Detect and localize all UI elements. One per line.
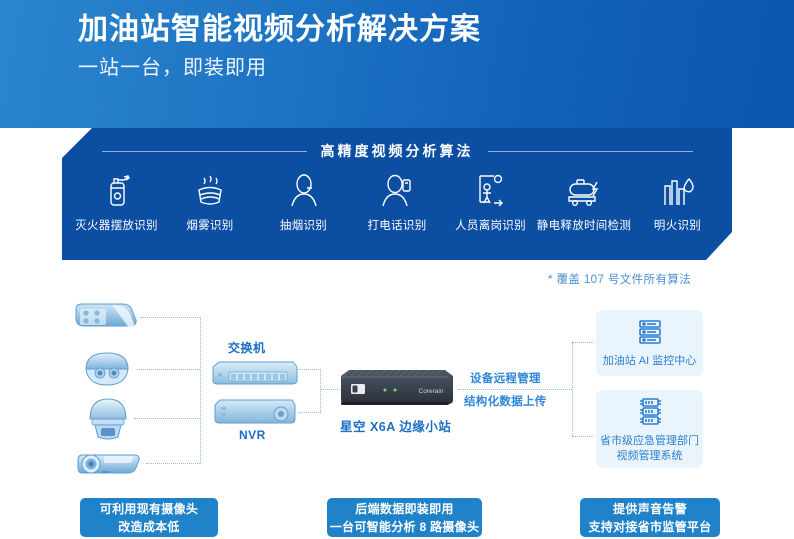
connector-camera-bus xyxy=(200,317,201,464)
connector-to-edge xyxy=(320,389,340,390)
algorithm-item-smoking[interactable]: 抽烟识别 xyxy=(257,172,350,233)
person-leaving-post-icon xyxy=(474,172,508,208)
open-flame-icon xyxy=(660,172,696,208)
algorithm-label: 烟雾识别 xyxy=(186,220,234,232)
server-stack-icon xyxy=(635,317,665,347)
card-provincial-video-system[interactable]: 省市级应急管理部门 视频管理系统 xyxy=(596,390,703,468)
bullet-camera-icon xyxy=(72,300,138,334)
smoke-icon xyxy=(193,172,227,208)
card-line: 视频管理系统 xyxy=(616,449,683,462)
architecture-diagram: 交换机 xyxy=(0,285,794,485)
dome-camera-icon xyxy=(80,349,135,389)
svg-text:Corerain: Corerain xyxy=(419,388,444,395)
benefit-line: 改造成本低 xyxy=(118,519,180,534)
page-header: 加油站智能视频分析解决方案 一站一台，即装即用 xyxy=(0,0,794,128)
connector-card-2 xyxy=(572,436,594,437)
rule-left xyxy=(101,150,307,152)
algorithm-list: 灭火器摆放识别 烟雾识别 xyxy=(70,172,724,233)
algorithm-item-open-flame[interactable]: 明火识别 xyxy=(631,172,724,233)
algorithm-label: 灭火器摆放识别 xyxy=(75,220,158,232)
rule-right xyxy=(487,150,693,152)
card-line: 加油站 AI 监控中心 xyxy=(602,355,697,368)
algorithm-band: 高精度视频分析算法 灭火器摆放识别 xyxy=(62,128,732,260)
connector-card-1 xyxy=(572,342,594,343)
edge-device-icon: Corerain xyxy=(333,368,457,410)
connector-edge-right xyxy=(458,389,572,390)
algorithm-label: 静电释放时间检测 xyxy=(536,220,632,232)
data-center-icon xyxy=(634,395,666,427)
algorithm-label: 人员离岗识别 xyxy=(455,220,526,232)
card-label: 省市级应急管理部门 视频管理系统 xyxy=(600,434,699,464)
algorithm-footnote: * 覆盖 107 号文件所有算法 xyxy=(548,274,692,286)
connector-switch-nvr-bus xyxy=(320,369,321,412)
benefit-pill-plug-and-play[interactable]: 后端数据即装即用 一台可智能分析 8 路摄像头 xyxy=(327,498,482,537)
switch-label: 交换机 xyxy=(228,341,266,355)
connector-camera-4 xyxy=(146,463,200,464)
algorithm-item-leaving-post[interactable]: 人员离岗识别 xyxy=(444,172,537,233)
benefit-line: 支持对接省市监管平台 xyxy=(588,519,712,534)
page-subtitle: 一站一台，即装即用 xyxy=(78,57,267,79)
page-title: 加油站智能视频分析解决方案 xyxy=(78,13,481,46)
connector-nvr-right xyxy=(299,412,321,413)
algorithm-item-smoke[interactable]: 烟雾识别 xyxy=(164,172,257,233)
algorithm-label: 打电话识别 xyxy=(367,220,427,232)
benefit-line: 提供声音告警 xyxy=(613,501,687,516)
connector-camera-1 xyxy=(140,317,200,318)
network-switch-icon xyxy=(207,359,299,389)
connector-camera-3 xyxy=(134,418,200,419)
nvr-icon xyxy=(211,397,299,427)
algorithm-section-header: 高精度视频分析算法 xyxy=(62,141,732,161)
benefit-line: 一台可智能分析 8 路摄像头 xyxy=(329,519,480,534)
benefit-pill-existing-cameras[interactable]: 可利用现有摄像头 改造成本低 xyxy=(80,498,218,537)
benefit-pill-audio-alarm[interactable]: 提供声音告警 支持对接省市监管平台 xyxy=(580,498,720,537)
card-label: 加油站 AI 监控中心 xyxy=(603,354,697,369)
flow-label-data-upload: 结构化数据上传 xyxy=(464,396,547,408)
algorithm-section-title: 高精度视频分析算法 xyxy=(320,143,474,159)
algorithm-item-static-release[interactable]: 静电释放时间检测 xyxy=(536,172,632,233)
fire-extinguisher-icon xyxy=(100,172,134,208)
connector-camera-2 xyxy=(137,369,200,370)
tanker-truck-static-icon xyxy=(564,172,604,208)
connector-switch-right xyxy=(299,369,321,370)
algorithm-item-fire-extinguisher[interactable]: 灭火器摆放识别 xyxy=(70,172,163,233)
connector-right-bus xyxy=(572,342,573,436)
algorithm-label: 抽烟识别 xyxy=(279,220,328,232)
algorithm-item-phone-call[interactable]: 打电话识别 xyxy=(351,172,444,233)
bullet-camera-ir-icon xyxy=(74,447,144,479)
card-ai-monitoring-center[interactable]: 加油站 AI 监控中心 xyxy=(596,310,703,376)
edge-device-label: 星空 X6A 边缘小站 xyxy=(340,420,452,434)
card-line: 省市级应急管理部门 xyxy=(600,434,699,447)
flow-label-remote-mgmt: 设备远程管理 xyxy=(470,373,541,385)
smoking-person-icon xyxy=(287,172,321,208)
nvr-label: NVR xyxy=(239,428,266,442)
ptz-dome-camera-icon xyxy=(84,395,132,443)
phone-call-icon xyxy=(380,172,414,208)
algorithm-label: 明火识别 xyxy=(653,220,702,232)
benefit-line: 后端数据即装即用 xyxy=(355,501,454,516)
benefit-line: 可利用现有摄像头 xyxy=(99,501,199,516)
